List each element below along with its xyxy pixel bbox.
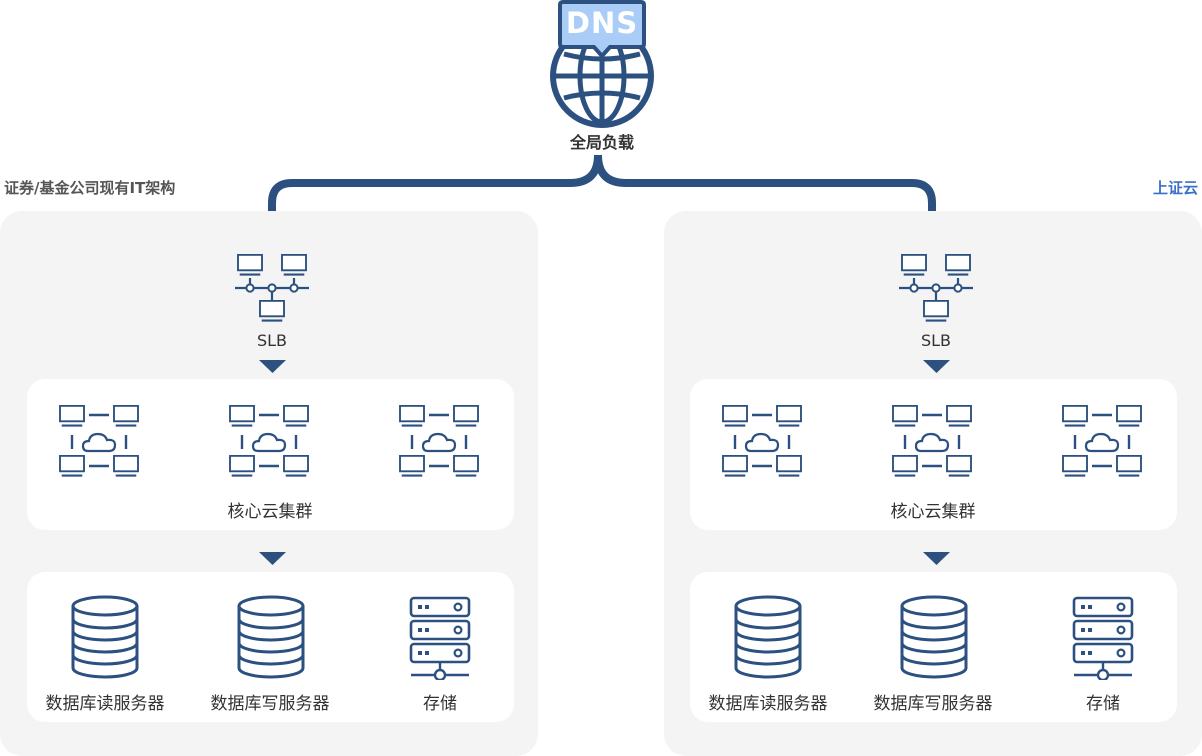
- left-db-write-icon: [236, 595, 306, 679]
- left-cluster-icon-2: [229, 405, 309, 479]
- right-db-read-label: 数据库读服务器: [708, 694, 828, 714]
- connector-left: [268, 154, 602, 225]
- right-storage-icon: [1072, 596, 1134, 680]
- right-slb-label: SLB: [920, 331, 952, 350]
- left-arrow-cluster: [259, 552, 286, 565]
- dns-badge-text: DNS: [565, 6, 639, 40]
- right-cluster-icon-2: [892, 405, 972, 479]
- dns-node: DNS: [540, 0, 664, 130]
- right-storage-label: 存储: [1086, 694, 1120, 714]
- globe-icon: [550, 0, 654, 128]
- left-db-read-icon: [70, 595, 140, 679]
- right-db-write-icon: [899, 595, 969, 679]
- right-section-title: 上证云: [1152, 179, 1198, 197]
- left-db-read-label: 数据库读服务器: [45, 694, 165, 714]
- left-cluster-label: 核心云集群: [227, 502, 313, 522]
- right-arrow-cluster: [923, 552, 950, 565]
- left-section-title: 证券/基金公司现有IT架构: [4, 179, 176, 197]
- right-cluster-icon-1: [722, 405, 802, 479]
- dns-label: 全局负载: [569, 133, 634, 152]
- left-storage-icon: [409, 596, 471, 680]
- right-cluster-icon-3: [1062, 405, 1142, 479]
- right-cluster-label: 核心云集群: [890, 502, 976, 522]
- right-arrow-slb: [923, 360, 950, 373]
- left-cluster-icon-1: [59, 405, 139, 479]
- left-cluster-icon-3: [399, 405, 479, 479]
- left-cluster-card: [27, 379, 514, 530]
- left-slb-icon: [235, 254, 309, 328]
- right-slb-icon: [899, 254, 973, 328]
- left-storage-label: 存储: [423, 694, 457, 714]
- left-db-write-label: 数据库写服务器: [210, 694, 330, 714]
- right-db-write-label: 数据库写服务器: [873, 694, 993, 714]
- right-db-read-icon: [733, 595, 803, 679]
- right-cluster-card: [690, 379, 1177, 530]
- left-arrow-slb: [259, 360, 286, 373]
- connector-right: [594, 154, 936, 225]
- left-slb-label: SLB: [256, 331, 288, 350]
